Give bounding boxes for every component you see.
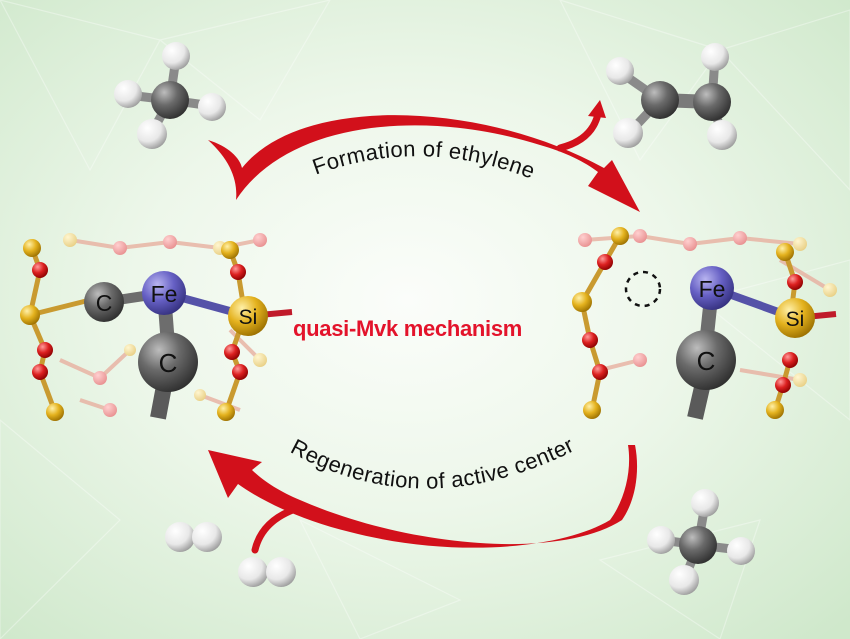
oxygen-atom bbox=[787, 274, 803, 290]
hydrogen-atom bbox=[162, 42, 190, 70]
hydrogen-atom bbox=[137, 119, 167, 149]
mechanism-label: quasi-Mvk mechanism bbox=[293, 316, 523, 341]
silicon-atom bbox=[776, 243, 794, 261]
hydrogen-molecule-upper bbox=[165, 522, 222, 552]
hydrogen-atom bbox=[114, 80, 142, 108]
oxygen-atom bbox=[232, 364, 248, 380]
framework-atoms bbox=[20, 239, 248, 421]
top-arrow-branch bbox=[556, 110, 602, 152]
top-arrow bbox=[208, 100, 640, 212]
iron-atom bbox=[690, 266, 734, 310]
oxygen-atom bbox=[775, 377, 791, 393]
methane-molecule-bottom-right bbox=[647, 489, 755, 595]
oxygen-atom bbox=[582, 332, 598, 348]
oxygen-atom bbox=[597, 254, 613, 270]
hydrogen-atom bbox=[198, 93, 226, 121]
right-active-site: Fe Si C bbox=[572, 227, 837, 420]
oxygen-atom bbox=[32, 364, 48, 380]
bottom-arrow-branch bbox=[251, 504, 302, 554]
silicon-atom bbox=[766, 401, 784, 419]
silicon-atom-label: Si bbox=[786, 308, 805, 331]
hydrogen-atom bbox=[613, 118, 643, 148]
silicon-atom-bonded bbox=[775, 298, 815, 338]
oxygen-atom bbox=[782, 352, 798, 368]
carbon-atom bbox=[693, 83, 731, 121]
carbon-atom-bottom bbox=[676, 330, 736, 390]
silicon-atom bbox=[611, 227, 629, 245]
silicon-atom bbox=[46, 403, 64, 421]
hydrogen-atom bbox=[266, 557, 296, 587]
hydrogen-atom bbox=[165, 522, 195, 552]
hydrogen-molecule-lower bbox=[238, 557, 296, 587]
hydrogen-atom bbox=[701, 43, 729, 71]
iron-atom bbox=[142, 271, 186, 315]
carbon-atom-bottom-label: C bbox=[159, 348, 178, 378]
hydrogen-atom bbox=[707, 120, 737, 150]
methane-molecule-top-left bbox=[114, 42, 226, 149]
silicon-atom-bonded bbox=[228, 296, 268, 336]
oxygen-atom bbox=[32, 262, 48, 278]
carbon-atom bbox=[151, 81, 189, 119]
framework-atoms bbox=[572, 227, 803, 419]
hydrogen-atom bbox=[238, 557, 268, 587]
top-arrow-body bbox=[208, 115, 640, 212]
hydrogen-atom bbox=[647, 526, 675, 554]
oxygen-atom bbox=[230, 264, 246, 280]
carbon-vacancy-indicator bbox=[624, 270, 662, 308]
left-active-site: C Fe Si C bbox=[20, 233, 293, 421]
silicon-atom bbox=[23, 239, 41, 257]
hydrogen-atom bbox=[691, 489, 719, 517]
carbon-atom-bottom bbox=[138, 332, 198, 392]
carbon-atom bbox=[641, 81, 679, 119]
iron-atom-label: Fe bbox=[151, 281, 178, 307]
hydrogen-atom bbox=[669, 565, 699, 595]
silicon-atom bbox=[221, 241, 239, 259]
oxygen-atom bbox=[224, 344, 240, 360]
framework-faded-atoms bbox=[63, 233, 267, 417]
top-arrow-branch-head bbox=[588, 100, 606, 118]
bottom-arrow bbox=[208, 445, 638, 554]
silicon-atom bbox=[20, 305, 40, 325]
framework-faded-atoms bbox=[578, 229, 837, 387]
oxygen-atom bbox=[37, 342, 53, 358]
carbon-atom-bottom-label: C bbox=[697, 346, 716, 376]
iron-atom-label: Fe bbox=[699, 276, 726, 302]
ethylene-molecule-top-right bbox=[606, 43, 737, 150]
silicon-atom-label: Si bbox=[239, 306, 258, 329]
silicon-atom bbox=[572, 292, 592, 312]
hydrogen-atom bbox=[192, 522, 222, 552]
hydrogen-atom bbox=[727, 537, 755, 565]
carbon-atom-label: C bbox=[96, 290, 113, 316]
oxygen-atom bbox=[592, 364, 608, 380]
silicon-atom bbox=[583, 401, 601, 419]
carbon-atom bbox=[679, 526, 717, 564]
silicon-atom bbox=[217, 403, 235, 421]
carbon-atom-left bbox=[84, 282, 124, 322]
hydrogen-atom bbox=[606, 57, 634, 85]
